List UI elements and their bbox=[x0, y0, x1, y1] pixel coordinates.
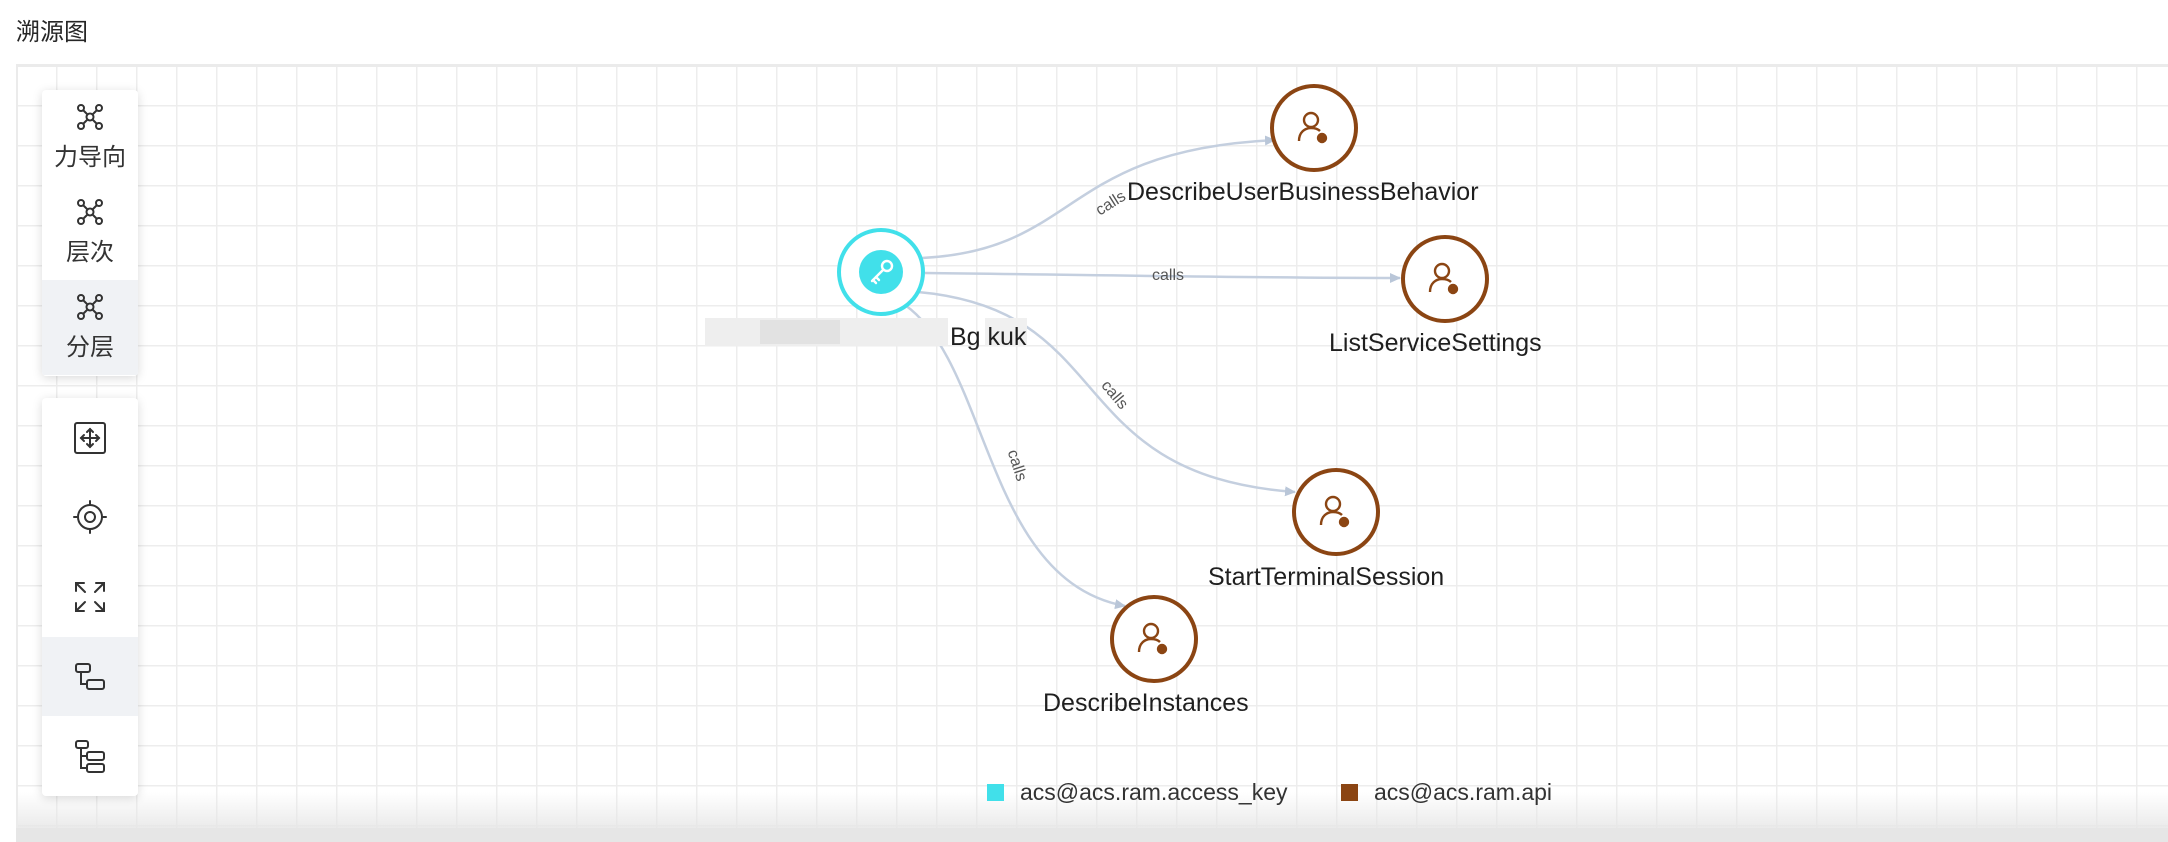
layout-layered-button[interactable]: 分层 bbox=[42, 280, 138, 375]
edge-label-2: calls bbox=[1152, 267, 1184, 284]
target-node-describe-user-business-behavior[interactable] bbox=[1270, 84, 1358, 172]
layout-layered-label: 分层 bbox=[66, 334, 114, 361]
source-node-label: Bg kuk bbox=[950, 323, 1027, 351]
target-node-label-3: StartTerminalSession bbox=[1208, 563, 1444, 591]
layout-force-button[interactable]: 力导向 bbox=[42, 90, 138, 185]
legend-swatch-access-key bbox=[987, 784, 1004, 801]
edge-label-1: calls bbox=[1093, 188, 1129, 219]
target-node-describe-instances[interactable] bbox=[1110, 595, 1198, 683]
page-title: 溯源图 bbox=[16, 19, 88, 46]
api-user-icon bbox=[1319, 495, 1350, 528]
layout-force-label: 力导向 bbox=[54, 144, 126, 171]
layout-hierarchy-button[interactable]: 层次 bbox=[42, 185, 138, 280]
graph-canvas[interactable] bbox=[16, 64, 2168, 832]
layout-panel: 力导向 层次 分层 bbox=[42, 90, 138, 376]
api-user-icon bbox=[1297, 111, 1328, 144]
edge-to-describe-user-business-behavior[interactable] bbox=[921, 135, 1276, 260]
fullscreen-button[interactable] bbox=[42, 557, 138, 637]
fullscreen-icon bbox=[75, 581, 105, 612]
api-user-icon bbox=[1137, 622, 1168, 655]
redacted-label-block bbox=[985, 318, 1027, 346]
source-node-access-key[interactable] bbox=[837, 228, 925, 316]
edge-to-start-terminal-session[interactable] bbox=[917, 290, 1296, 497]
fit-view-icon bbox=[74, 421, 106, 454]
api-user-icon bbox=[1428, 262, 1459, 295]
canvas-bottom-fade bbox=[18, 792, 2168, 832]
legend-swatch-api bbox=[1341, 784, 1358, 801]
target-node-label-4: DescribeInstances bbox=[1043, 689, 1249, 717]
legend-label-api: acs@acs.ram.api bbox=[1374, 779, 1553, 805]
horizontal-scrollbar[interactable] bbox=[16, 828, 2168, 842]
legend-item-access-key[interactable]: acs@acs.ram.access_key bbox=[987, 779, 1288, 806]
redacted-label-block bbox=[760, 320, 840, 344]
legend-item-api[interactable]: acs@acs.ram.api bbox=[1341, 779, 1552, 806]
edge-to-list-service-settings[interactable] bbox=[924, 271, 1401, 283]
target-node-list-service-settings[interactable] bbox=[1401, 235, 1489, 323]
tree-expand-button[interactable] bbox=[42, 716, 138, 796]
target-node-label-2: ListServiceSettings bbox=[1329, 329, 1542, 357]
tree-collapse-button[interactable] bbox=[42, 636, 138, 717]
force-layout-icon bbox=[77, 104, 103, 130]
layout-hierarchy-label: 层次 bbox=[66, 239, 114, 266]
center-focus-button[interactable] bbox=[42, 478, 138, 558]
target-node-label-1: DescribeUserBusinessBehavior bbox=[1127, 178, 1479, 206]
hierarchy-layout-icon bbox=[77, 199, 103, 225]
tree-expand-icon bbox=[75, 740, 105, 774]
edge-label-3: calls bbox=[1098, 377, 1132, 412]
edge-label-4: calls bbox=[1004, 448, 1030, 484]
fit-view-button[interactable] bbox=[42, 398, 138, 478]
center-focus-icon bbox=[73, 500, 107, 535]
layered-layout-icon bbox=[77, 294, 103, 320]
legend-label-access-key: acs@acs.ram.access_key bbox=[1020, 779, 1288, 805]
target-node-start-terminal-session[interactable] bbox=[1292, 468, 1380, 556]
key-icon bbox=[870, 259, 894, 285]
tree-collapse-icon bbox=[75, 662, 105, 690]
tool-panel bbox=[42, 398, 138, 796]
